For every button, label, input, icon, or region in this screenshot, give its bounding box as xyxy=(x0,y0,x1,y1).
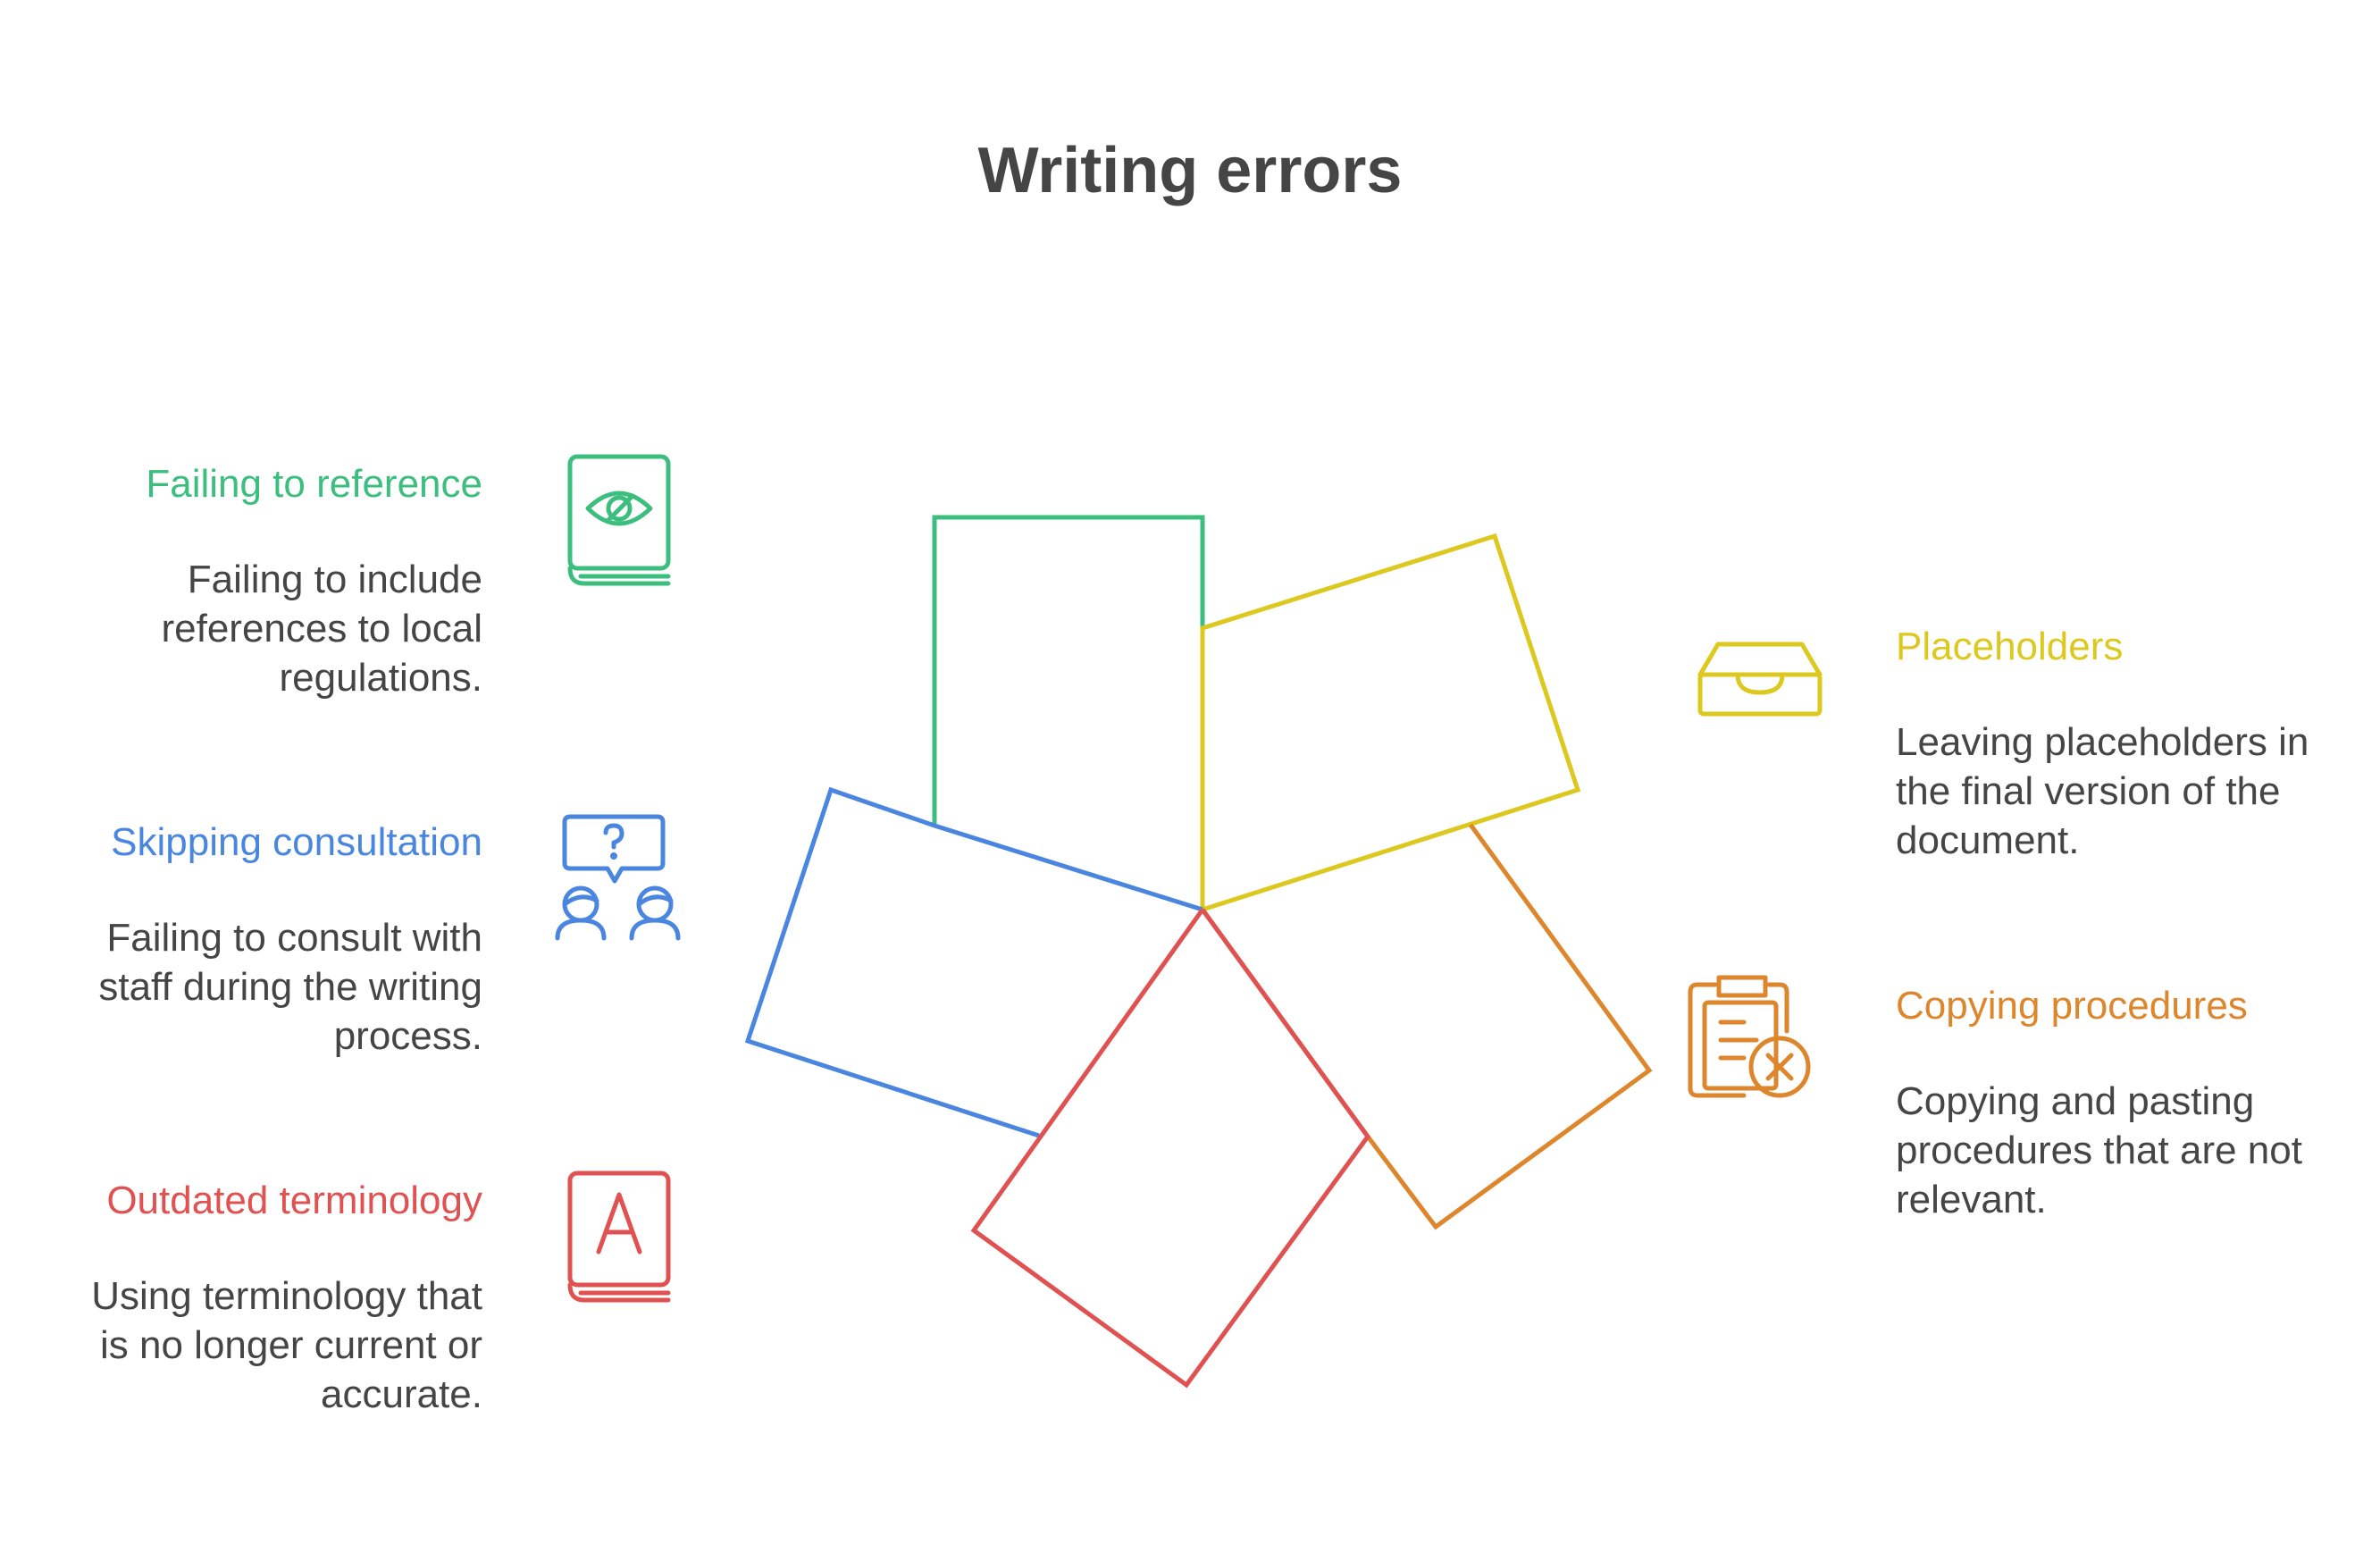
item-placeholders-title: Placeholders xyxy=(1896,625,2124,668)
square-consultation xyxy=(744,786,1203,1138)
item-copying-title: Copying procedures xyxy=(1896,984,2248,1028)
page-title: Writing errors xyxy=(977,135,1403,206)
item-copying-description: Copying and pasting procedures that are … xyxy=(1896,1078,2302,1221)
book-eye-icon xyxy=(563,451,675,590)
square-placeholders xyxy=(1200,533,1581,912)
item-consultation: Skipping consultation Failing to consult… xyxy=(0,819,482,1061)
dictionary-book-icon xyxy=(563,1168,675,1306)
item-reference: Failing to reference Failing to include … xyxy=(0,461,482,702)
item-placeholders: Placeholders Leaving placeholders in the… xyxy=(1896,624,2342,865)
square-terminology xyxy=(970,908,1371,1389)
item-copying: Copying procedures Copying and pasting p… xyxy=(1896,983,2342,1224)
clipboard-x-icon xyxy=(1680,972,1814,1106)
item-terminology-title: Outdated terminology xyxy=(106,1179,482,1222)
item-placeholders-description: Leaving placeholders in the final versio… xyxy=(1896,719,2309,862)
item-terminology: Outdated terminology Using terminology t… xyxy=(0,1178,482,1419)
item-consultation-title: Skipping consultation xyxy=(111,820,482,864)
square-reference xyxy=(932,515,1205,826)
item-reference-description: Failing to include references to local r… xyxy=(161,557,482,700)
item-reference-title: Failing to reference xyxy=(146,462,482,506)
item-consultation-description: Failing to consult with staff during the… xyxy=(98,915,482,1058)
people-question-icon xyxy=(552,811,686,945)
inbox-tray-icon xyxy=(1693,639,1827,719)
square-copying xyxy=(1200,823,1653,1230)
item-terminology-description: Using terminology that is no longer curr… xyxy=(91,1273,482,1416)
